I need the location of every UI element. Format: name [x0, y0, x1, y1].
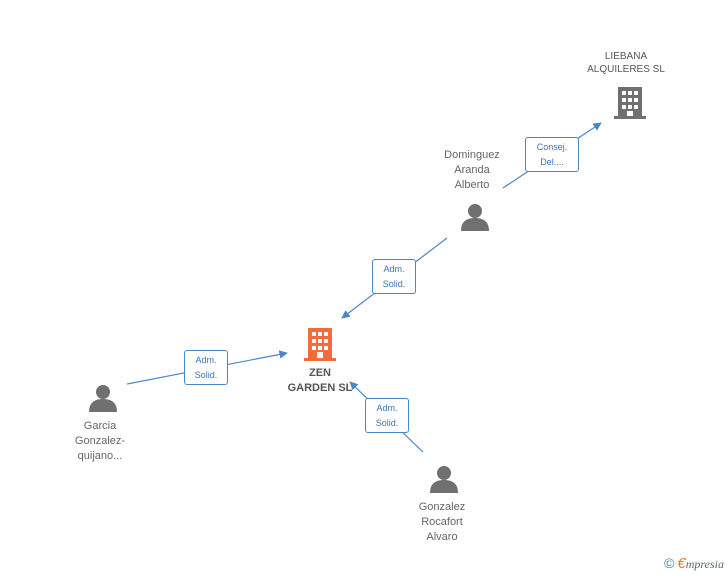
garcia-line3: quijano...	[77, 450, 123, 462]
main-company-label[interactable]: ZEN GARDEN SL	[270, 366, 370, 396]
gonzalez-line2: Rocafort	[421, 516, 463, 528]
gonzalez-line1: Gonzalez	[418, 501, 466, 513]
edge-consej-line2: Del....	[540, 157, 564, 167]
building-icon-main[interactable]	[304, 326, 336, 361]
dominguez-line3: Alberto	[454, 179, 490, 191]
edge-dominguez-adm-line1: Adm.	[383, 264, 405, 274]
edge-dominguez-adm-line2: Solid.	[382, 279, 406, 289]
edge-garcia-adm-line1: Adm.	[195, 355, 217, 365]
edge-consej-line1: Consej.	[536, 142, 568, 152]
empresia-logo-text: mpresia	[685, 557, 724, 571]
edge-label-dominguez-adm[interactable]: Adm. Solid.	[372, 259, 416, 294]
edge-gonzalez-adm-line1: Adm.	[376, 403, 398, 413]
edge-garcia-adm-line2: Solid.	[194, 370, 218, 380]
edge-label-gonzalez-adm[interactable]: Adm. Solid.	[365, 398, 409, 433]
empresia-logo-e: €	[677, 555, 686, 572]
garcia-person-label[interactable]: Garcia Gonzalez- quijano...	[50, 419, 150, 464]
dominguez-line2: Aranda	[454, 164, 490, 176]
person-icon-dominguez[interactable]	[460, 203, 490, 231]
empresia-watermark: ©€mpresia	[664, 555, 724, 572]
dominguez-line1: Dominguez	[444, 149, 500, 161]
edge-label-garcia-adm[interactable]: Adm. Solid.	[184, 350, 228, 385]
liebana-line1: LIEBANA	[604, 51, 648, 62]
person-icon-garcia[interactable]	[88, 384, 118, 412]
main-company-line2: GARDEN SL	[287, 382, 353, 394]
liebana-line2: ALQUILERES SL	[587, 64, 665, 75]
edge-gonzalez-adm-line2: Solid.	[375, 418, 399, 428]
liebana-company-label[interactable]: LIEBANA ALQUILERES SL	[571, 50, 681, 76]
garcia-line2: Gonzalez-	[74, 435, 126, 447]
copyright-icon: ©	[664, 555, 675, 571]
edge-label-consej[interactable]: Consej. Del....	[525, 137, 579, 172]
gonzalez-person-label[interactable]: Gonzalez Rocafort Alvaro	[392, 500, 492, 545]
garcia-line1: Garcia	[83, 420, 117, 432]
building-icon-liebana[interactable]	[614, 85, 646, 119]
person-icon-gonzalez[interactable]	[429, 465, 459, 493]
main-company-line1: ZEN	[309, 367, 331, 379]
dominguez-person-label[interactable]: Dominguez Aranda Alberto	[422, 148, 522, 193]
gonzalez-line3: Alvaro	[426, 531, 458, 543]
